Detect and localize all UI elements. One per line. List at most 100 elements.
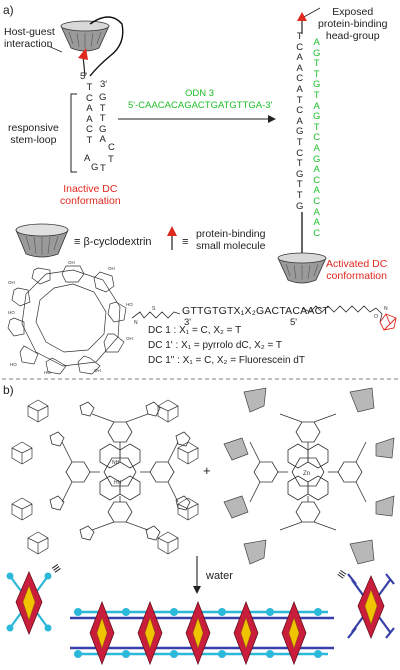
base: T: [313, 89, 320, 101]
base: T: [296, 31, 303, 42]
base: C: [296, 73, 304, 85]
base: G: [296, 126, 304, 138]
svg-text:OH: OH: [126, 336, 133, 341]
base: G: [313, 153, 321, 165]
odn-sequence: 5'-CAACACAGACTGATGTTGA-3': [128, 100, 273, 111]
linker-loop: [89, 16, 124, 77]
cyclodextrin-icon: [60, 20, 110, 52]
host-guest-pointer: [47, 45, 63, 53]
svg-text:OH: OH: [68, 260, 75, 265]
cyclodextrin-porphyrin-schematic: [347, 573, 395, 640]
dc-3prime: 3': [184, 317, 192, 328]
svg-text:HO: HO: [44, 370, 51, 375]
svg-text:N: N: [134, 320, 138, 326]
small-molecule-legend-icon: [167, 226, 177, 250]
base: A: [86, 113, 93, 125]
base: T: [296, 136, 303, 148]
adamantane-porphyrin-structure: NH HN: [49, 401, 191, 541]
base: C: [296, 105, 304, 117]
base: A: [313, 206, 320, 218]
porphyrin-hn-label: HN: [114, 480, 122, 486]
small-molecule-arrow-icon: [78, 48, 88, 77]
duplex-linker: [301, 212, 303, 256]
adamantane-porphyrin-schematic: [6, 570, 52, 636]
svg-text:OH: OH: [108, 266, 115, 271]
stem-left-column: T C A A C T: [86, 82, 93, 147]
base: G: [99, 92, 107, 103]
base: T: [313, 58, 320, 70]
base: T: [296, 179, 303, 191]
base: A: [86, 103, 93, 115]
exposed-pointer: [301, 7, 321, 19]
left-3prime: 3': [100, 79, 108, 90]
base: T: [313, 68, 320, 80]
base: T: [296, 189, 303, 201]
base: G: [296, 168, 304, 180]
svg-text:O: O: [374, 314, 378, 320]
loop-base: T: [108, 154, 114, 165]
svg-text:OH: OH: [8, 280, 15, 285]
inactive-conformation-label: Inactive DC conformation: [60, 183, 121, 207]
base: A: [313, 164, 320, 176]
small-molecule-legend-text: protein-binding small molecule: [196, 228, 266, 252]
dc1doubleprime-definition: DC 1" : X₁ = C, X₂ = Fluorescein dT: [148, 355, 305, 366]
duplex-green-strand: A G T T G T A G T C A G A C A C A A C: [313, 37, 321, 239]
base: A: [296, 62, 303, 74]
panel-a-label: a): [3, 3, 14, 17]
small-molecule-arrow-icon: [297, 12, 307, 34]
svg-text:HO: HO: [10, 362, 17, 367]
dc-right-linker: O N: [301, 305, 397, 331]
dc1-definition: DC 1 : X₁ = C, X₂ = T: [148, 325, 242, 336]
host-guest-label: Host-guest interaction: [4, 26, 55, 50]
cyclodextrin-legend-text: ≡ β-cyclodextrin: [74, 236, 152, 248]
base: A: [99, 134, 106, 146]
loop-base: C: [108, 142, 115, 153]
base: T: [296, 94, 303, 106]
base: C: [313, 227, 321, 239]
activated-conformation-label: Activated DC conformation: [326, 258, 388, 282]
base: C: [313, 195, 321, 207]
supramolecular-polymer-schematic: [70, 600, 334, 666]
base: A: [296, 83, 303, 95]
base: G: [313, 79, 321, 91]
loop-base: G: [91, 162, 99, 173]
cyclodextrin-cone-icons: [223, 387, 395, 565]
left-5prime: 5': [80, 71, 88, 82]
water-arrow: [193, 556, 201, 594]
cyclodextrin-legend-icon: [15, 223, 69, 258]
odn-label: ODN 3: [185, 88, 215, 99]
stem-right-column: G T T G A: [99, 92, 107, 146]
base: A: [313, 185, 320, 197]
small-molecule-legend-equiv: ≡: [182, 236, 189, 248]
base: A: [313, 142, 320, 154]
loop-base: A: [84, 153, 91, 164]
duplex-black-strand: T C A A C A T C A G T C T G T T G: [296, 31, 304, 212]
dc-5prime: 5': [290, 317, 298, 328]
panel-divider: [2, 378, 398, 380]
porphyrin-nh-label: NH: [112, 460, 120, 466]
dc-sequence: GTTGTGTX₁X₂GACTACAACT: [182, 305, 329, 317]
base: A: [296, 52, 303, 64]
stem-loop-bracket: [70, 93, 77, 173]
base: A: [313, 100, 320, 112]
svg-text:N: N: [384, 306, 388, 312]
base: T: [99, 102, 106, 114]
base: A: [296, 115, 303, 127]
base: C: [86, 92, 93, 104]
dc1prime-definition: DC 1' : X₁ = pyrrolo dC, X₂ = T: [148, 340, 283, 351]
stem-loop-label: responsive stem-loop: [8, 122, 59, 146]
base: C: [296, 41, 304, 53]
svg-text:HO: HO: [126, 302, 133, 307]
loop-base: T: [100, 163, 106, 174]
base: T: [313, 121, 320, 133]
plus-sign: +: [203, 463, 211, 478]
base: G: [99, 123, 107, 135]
base: G: [313, 111, 321, 123]
base: C: [86, 124, 93, 136]
panel-b-label: b): [3, 383, 14, 397]
base: T: [86, 82, 93, 93]
base: T: [99, 113, 106, 125]
svg-text:HO: HO: [8, 310, 15, 315]
cyclodextrin-porphyrin-structure: Zn: [249, 413, 367, 531]
